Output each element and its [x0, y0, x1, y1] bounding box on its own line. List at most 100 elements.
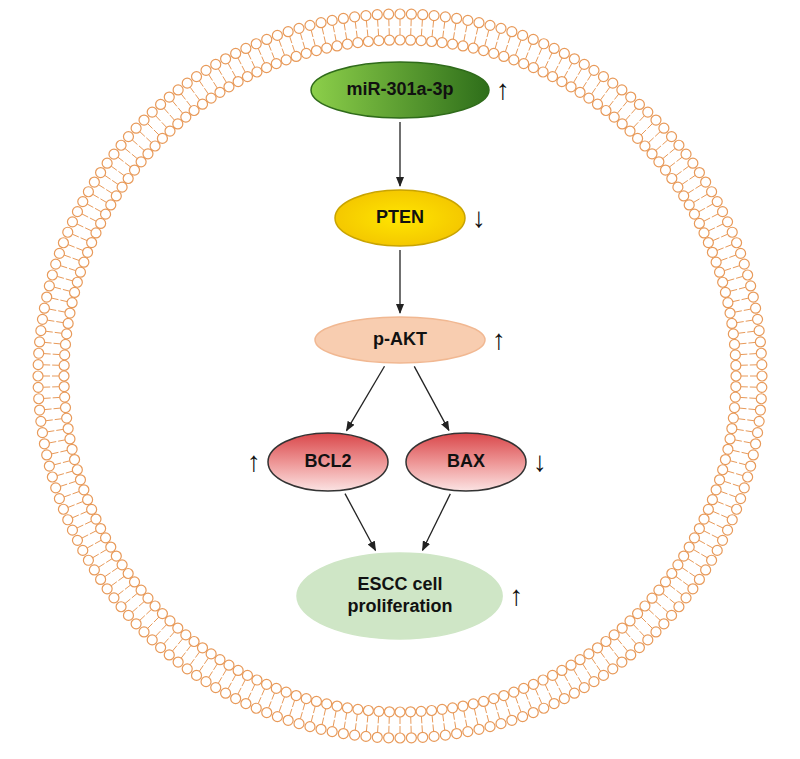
lipid-head	[479, 696, 489, 706]
lipid-head	[51, 483, 61, 493]
lipid-head	[754, 326, 764, 336]
lipid-tail	[724, 481, 731, 483]
lipid-head	[361, 731, 371, 741]
lipid-head	[681, 593, 691, 603]
lipid-tail	[574, 670, 578, 676]
lipid-head	[189, 106, 199, 116]
lipid-tail	[367, 30, 369, 37]
lipid-head	[395, 9, 405, 19]
lipid-head	[338, 13, 348, 23]
lipid-head	[707, 247, 717, 257]
lipid-head	[689, 209, 699, 219]
lipid-head	[83, 187, 93, 197]
lipid-head	[291, 51, 301, 61]
lipid-tail	[313, 706, 315, 713]
lipid-head	[63, 515, 73, 525]
lipid-head	[241, 43, 251, 53]
lipid-head	[739, 259, 749, 269]
lipid-tail	[49, 309, 56, 310]
lipid-head	[509, 687, 519, 697]
lipid-head	[468, 699, 478, 709]
lipid-head	[753, 314, 763, 324]
lipid-head	[688, 584, 698, 594]
lipid-head	[579, 59, 589, 69]
lipid-tail	[132, 154, 137, 158]
lipid-tail	[54, 287, 61, 289]
lipid-tail	[519, 40, 521, 47]
regulation-arrow: ↑	[510, 582, 524, 610]
lipid-head	[136, 157, 146, 167]
lipid-tail	[717, 502, 724, 505]
lipid-head	[301, 48, 311, 58]
lipid-tail	[701, 554, 707, 558]
lipid-head	[640, 601, 650, 611]
lipid-head	[271, 59, 281, 69]
lipid-head	[283, 715, 293, 725]
lipid-head	[549, 699, 559, 709]
lipid-head	[592, 99, 602, 109]
lipid-tail	[388, 19, 389, 26]
lipid-tail	[736, 474, 743, 476]
lipid-head	[67, 298, 77, 308]
lipid-tail	[53, 354, 60, 355]
lipid-head	[123, 610, 133, 620]
lipid-tail	[132, 607, 137, 612]
lipid-tail	[178, 639, 182, 644]
lipid-head	[684, 542, 694, 552]
lipid-head	[59, 360, 69, 370]
lipid-tail	[663, 607, 668, 612]
lipid-tail	[663, 154, 668, 158]
lipid-head	[111, 191, 121, 201]
lipid-tail	[597, 665, 601, 671]
lipid-head	[131, 123, 141, 133]
lipid-head	[91, 228, 101, 238]
lipid-head	[173, 119, 183, 129]
lipid-tail	[72, 234, 78, 237]
lipid-head	[91, 514, 101, 524]
lipid-head	[60, 350, 70, 360]
lipid-head	[728, 413, 738, 423]
lipid-head	[518, 30, 528, 40]
lipid-head	[206, 93, 216, 103]
lipid-tail	[43, 376, 50, 377]
lipid-head	[701, 565, 711, 575]
lipid-tail	[105, 573, 111, 577]
lipid-head	[711, 257, 721, 267]
lipid-tail	[746, 431, 753, 432]
lipid-head	[374, 706, 384, 716]
node-label: miR-301a-3p	[346, 79, 453, 101]
lipid-head	[283, 27, 293, 37]
lipid-head	[147, 107, 157, 117]
lipid-head	[723, 298, 733, 308]
lipid-head	[723, 217, 733, 227]
lipid-tail	[199, 81, 203, 87]
lipid-head	[78, 545, 88, 555]
lipid-tail	[105, 175, 111, 179]
lipid-head	[654, 157, 664, 167]
lipid-head	[731, 382, 741, 392]
lipid-head	[96, 524, 106, 534]
lipid-head	[72, 277, 82, 287]
lipid-tail	[218, 677, 222, 683]
lipid-head	[327, 727, 337, 737]
lipid-head	[681, 149, 691, 159]
lipid-head	[109, 149, 119, 159]
lipid-tail	[139, 146, 144, 151]
lipid-head	[727, 227, 737, 237]
lipid-head	[684, 200, 694, 210]
lipid-tail	[464, 34, 465, 41]
lipid-head	[452, 13, 462, 23]
lipid-head	[633, 133, 643, 143]
lipid-head	[322, 699, 332, 709]
lipid-head	[83, 495, 93, 505]
lipid-tail	[432, 21, 434, 28]
lipid-tail	[574, 76, 578, 82]
lipid-head	[755, 337, 765, 347]
lipid-tail	[739, 343, 746, 345]
lipid-head	[33, 382, 43, 392]
lipid-tail	[111, 582, 117, 586]
lipid-head	[723, 444, 733, 454]
lipid-tail	[356, 714, 358, 721]
lipid-head	[242, 670, 252, 680]
lipid-tail	[73, 492, 80, 494]
